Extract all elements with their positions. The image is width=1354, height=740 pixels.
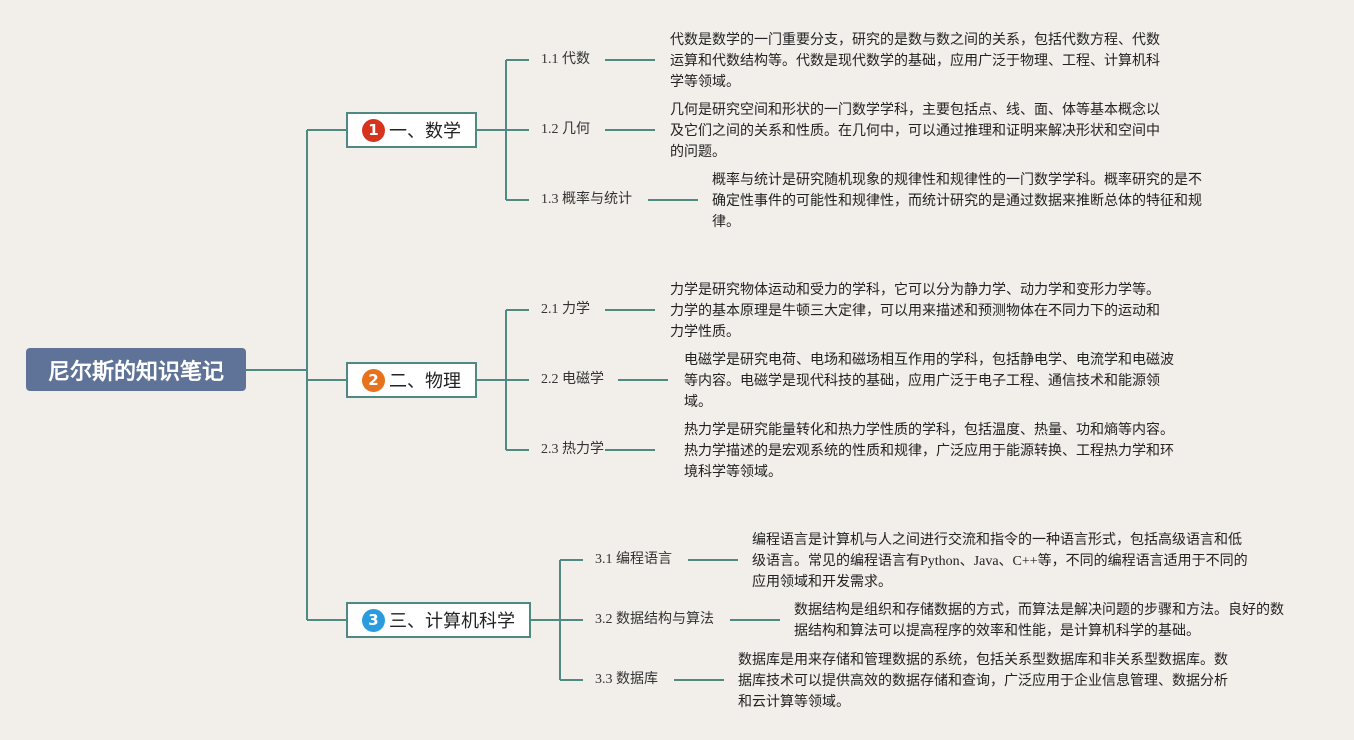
branch-description-algebra: 代数是数学的一门重要分支，研究的是数与数之间的关系，包括代数方程、代数 运算和代… — [670, 33, 1160, 90]
section-title: 一、数学 — [389, 121, 461, 142]
branch-label-algebra[interactable]: 1.1 代数 — [541, 52, 590, 67]
branch-label-probability[interactable]: 1.3 概率与统计 — [541, 192, 632, 207]
section-node-computer-science[interactable]: 3 三、计算机科学 — [346, 602, 531, 638]
branch-label-electromagnetism[interactable]: 2.2 电磁学 — [541, 372, 604, 387]
number-badge-icon: 3 — [362, 608, 385, 632]
branch-description-geometry: 几何是研究空间和形状的一门数学学科，主要包括点、线、面、体等基本概念以 及它们之… — [670, 103, 1160, 160]
section-node-physics[interactable]: 2 二、物理 — [346, 362, 477, 398]
section-node-math[interactable]: 1 一、数学 — [346, 112, 477, 148]
branch-description-mechanics: 力学是研究物体运动和受力的学科，它可以分为静力学、动力学和变形力学等。 力学的基… — [670, 283, 1160, 340]
root-node[interactable]: 尼尔斯的知识笔记 — [26, 348, 246, 391]
branch-description-programming-languages: 编程语言是计算机与人之间进行交流和指令的一种语言形式，包括高级语言和低 级语言。… — [752, 533, 1248, 590]
branch-label-databases[interactable]: 3.3 数据库 — [595, 672, 658, 687]
branch-label-geometry[interactable]: 1.2 几何 — [541, 122, 590, 137]
branch-label-mechanics[interactable]: 2.1 力学 — [541, 302, 590, 317]
branch-description-databases: 数据库是用来存储和管理数据的系统，包括关系型数据库和非关系型数据库。数 据库技术… — [738, 653, 1228, 710]
number-badge-icon: 2 — [362, 368, 385, 392]
section-title: 二、物理 — [389, 371, 461, 392]
branch-description-thermodynamics: 热力学是研究能量转化和热力学性质的学科，包括温度、热量、功和熵等内容。 热力学描… — [684, 423, 1174, 480]
branch-label-programming-languages[interactable]: 3.1 编程语言 — [595, 552, 672, 567]
branch-description-probability: 概率与统计是研究随机现象的规律性和规律性的一门数学学科。概率研究的是不 确定性事… — [712, 173, 1202, 230]
number-badge-icon: 1 — [362, 118, 385, 142]
branch-label-data-structures[interactable]: 3.2 数据结构与算法 — [595, 612, 714, 627]
section-title: 三、计算机科学 — [389, 611, 515, 632]
branch-description-electromagnetism: 电磁学是研究电荷、电场和磁场相互作用的学科，包括静电学、电流学和电磁波 等内容。… — [684, 353, 1174, 410]
branch-description-data-structures: 数据结构是组织和存储数据的方式，而算法是解决问题的步骤和方法。良好的数 据结构和… — [794, 603, 1284, 639]
branch-label-thermodynamics[interactable]: 2.3 热力学 — [541, 442, 604, 457]
